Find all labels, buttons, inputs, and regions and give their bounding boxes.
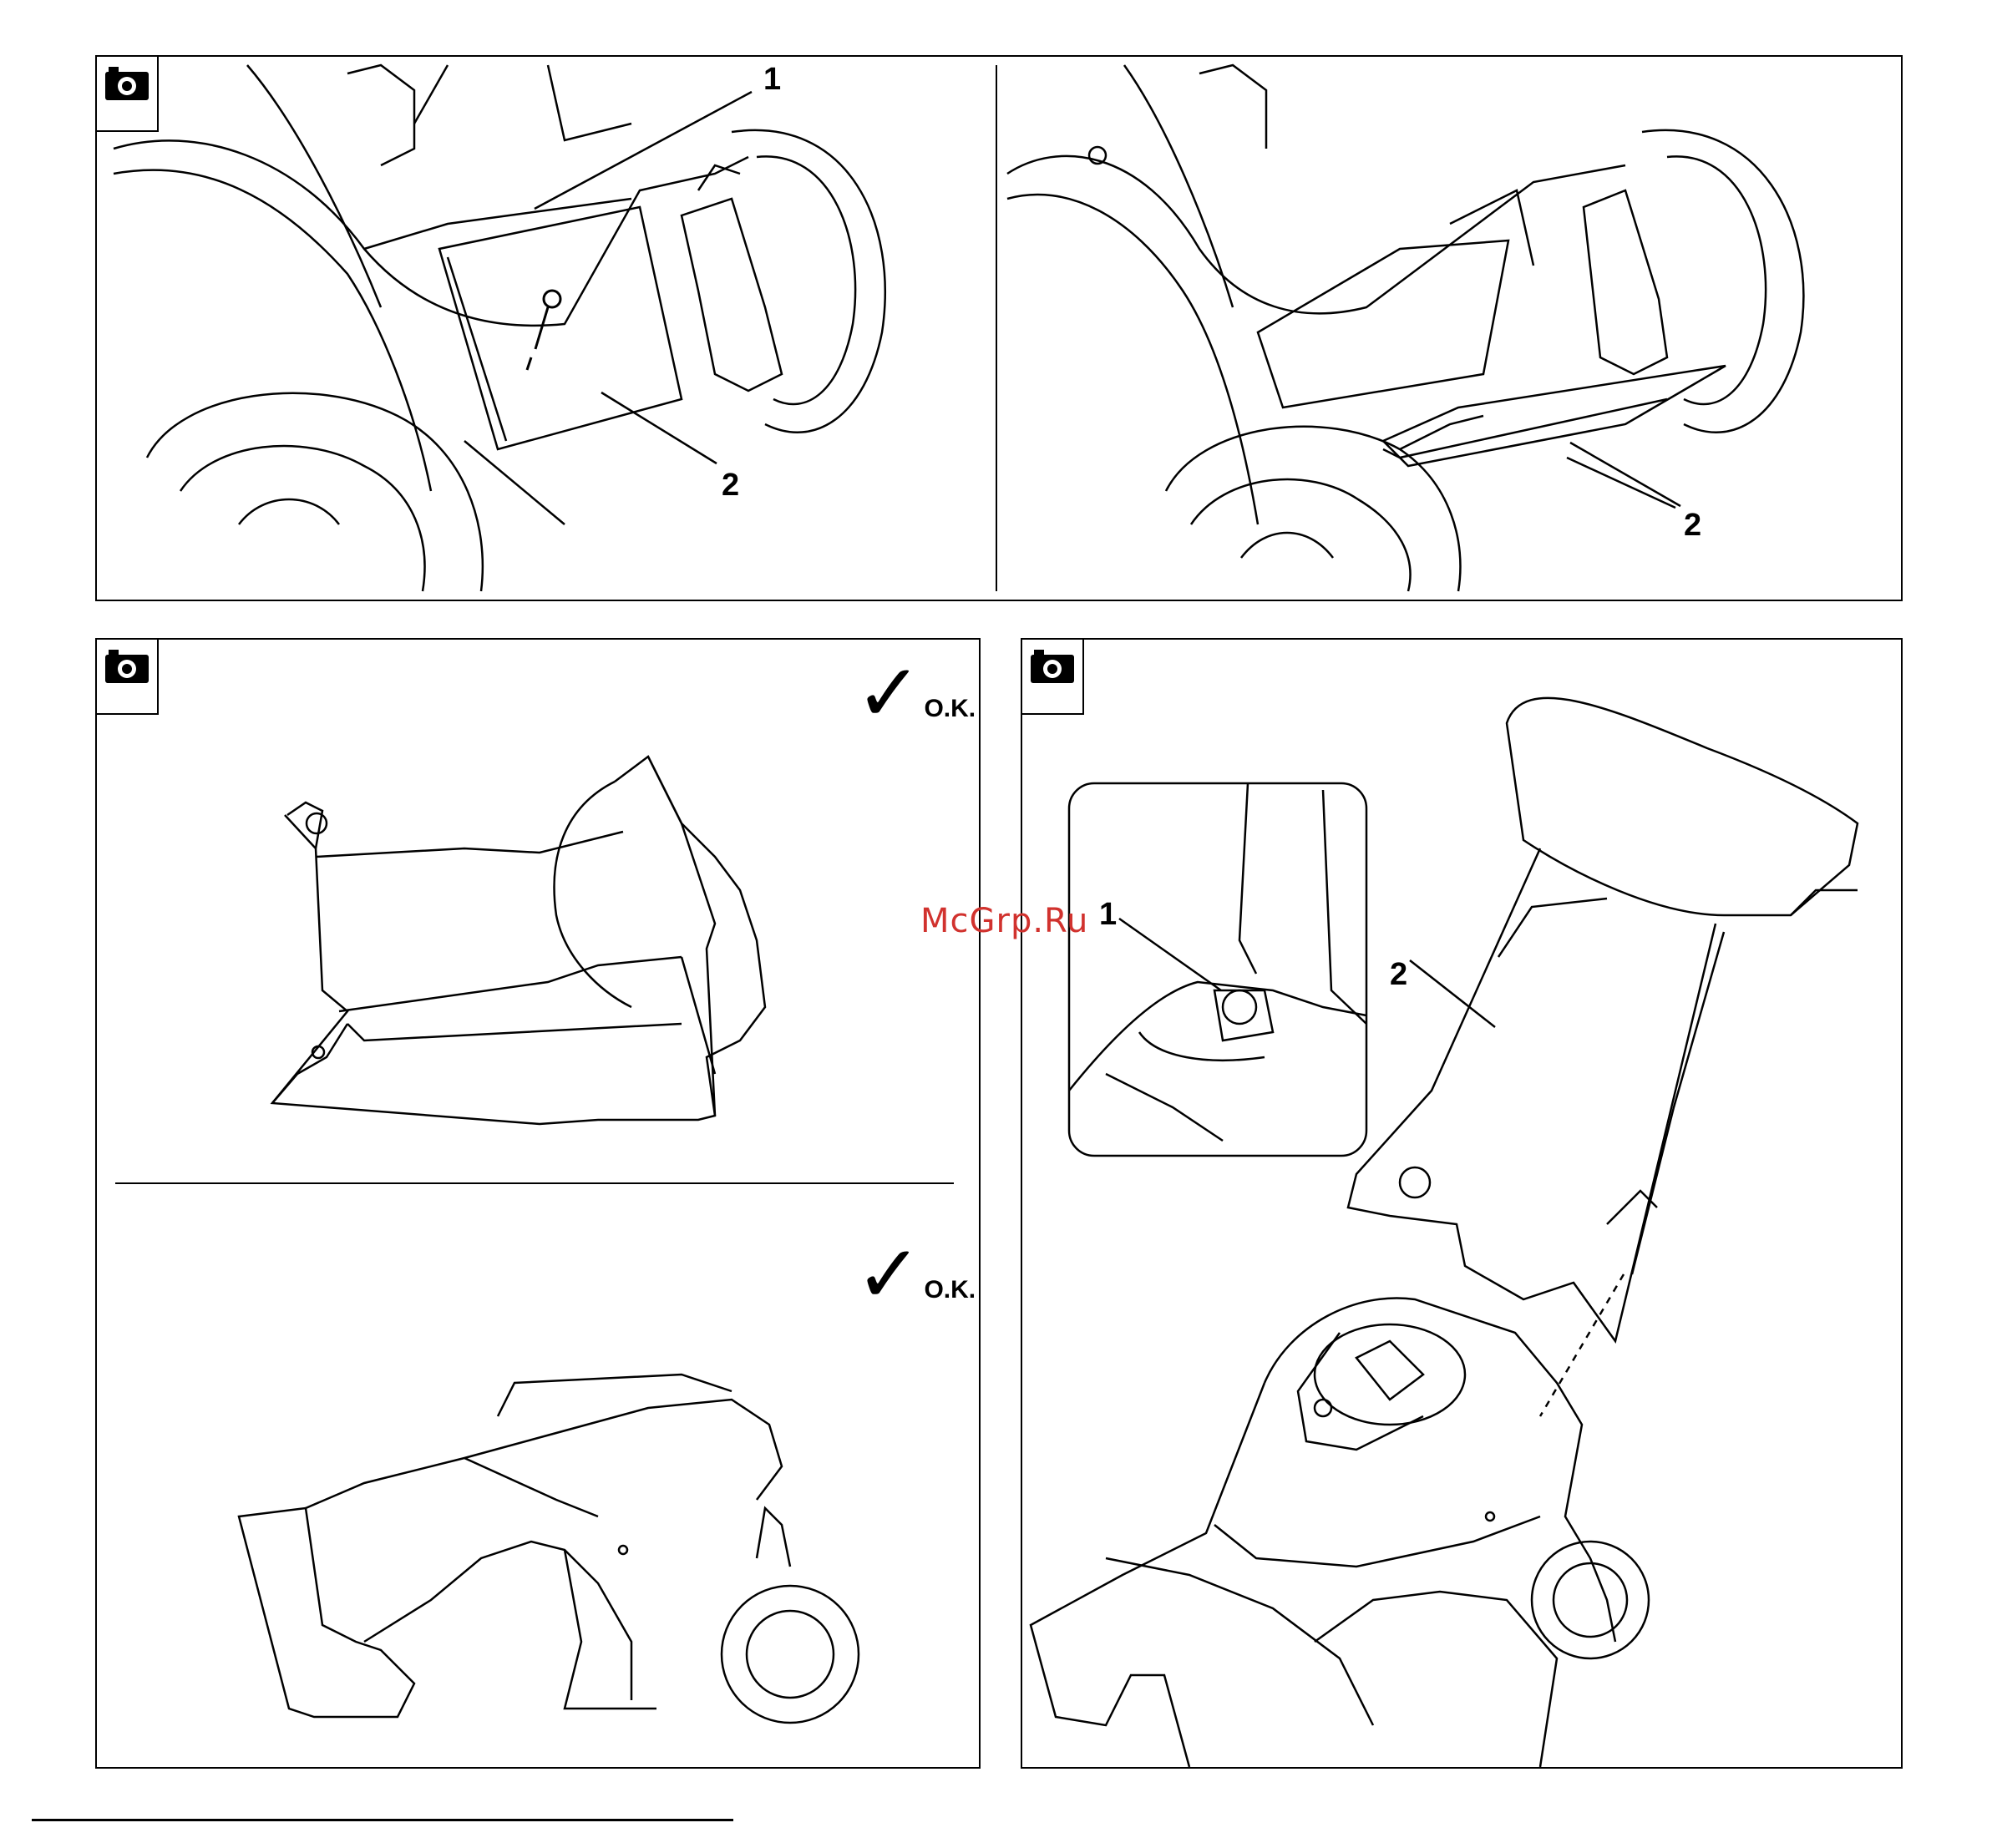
hopper-lid bbox=[1507, 698, 1858, 915]
top-illustration-frame: 1 2 2 bbox=[95, 55, 1903, 601]
right-rear-wheel bbox=[1642, 130, 1803, 433]
right-plug bbox=[1584, 190, 1667, 374]
plug bbox=[682, 199, 782, 391]
watermark-text: McGrp.Ru bbox=[920, 902, 1088, 940]
knob-detail bbox=[1223, 990, 1256, 1024]
callout-bottom-right-1: 1 bbox=[1099, 897, 1117, 933]
hopper-body bbox=[1348, 848, 1716, 1341]
top-drawings bbox=[97, 57, 1901, 600]
bottom-left-drawings bbox=[97, 640, 979, 1767]
bottom-left-illustration-frame: ✓ O.K. ✓ O.K. bbox=[95, 638, 981, 1769]
callout-top-right-2: 2 bbox=[1684, 508, 1701, 544]
footer-rule bbox=[32, 1819, 733, 1821]
right-body-outline bbox=[1007, 156, 1625, 313]
chipper-wheel-outer bbox=[722, 1586, 859, 1723]
wrench-icon bbox=[527, 291, 560, 370]
right-front-wheel bbox=[1166, 427, 1460, 591]
bottom-right-illustration-frame: 1 2 bbox=[1021, 638, 1903, 1769]
callout-top-left-2: 2 bbox=[722, 468, 739, 504]
left-body-outline bbox=[114, 140, 748, 326]
base-unit bbox=[1265, 1298, 1615, 1642]
left-front-wheel bbox=[147, 393, 483, 591]
detail-inset bbox=[1069, 783, 1366, 1156]
callout-bottom-right-2: 2 bbox=[1390, 957, 1407, 993]
bottom-right-drawings bbox=[1022, 640, 1901, 1767]
callout-top-left-1: 1 bbox=[763, 62, 781, 98]
chipper-outline bbox=[239, 1508, 414, 1717]
hopper-outline bbox=[272, 757, 715, 1124]
